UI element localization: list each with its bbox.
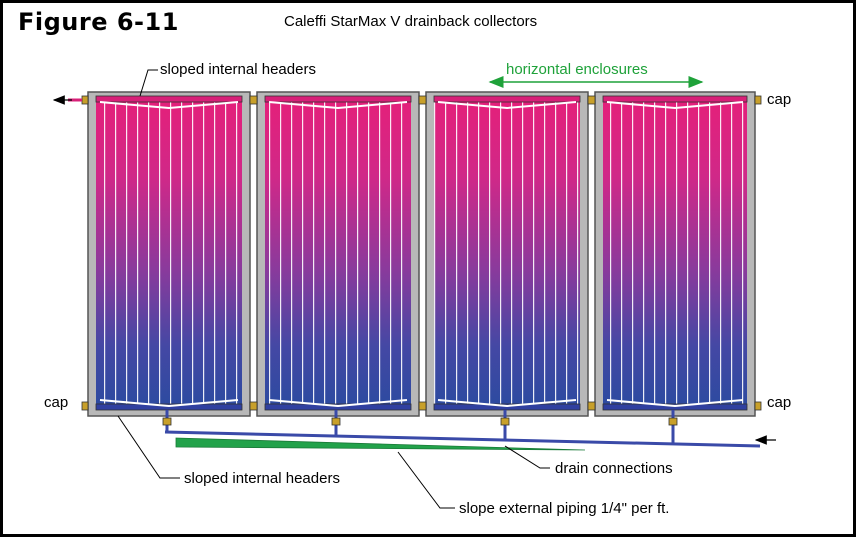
header-couplings	[81, 95, 762, 411]
collector-2	[256, 91, 420, 417]
collector-1	[87, 91, 251, 417]
drain-connections-label: drain connections	[555, 460, 673, 477]
cap-bottom-right-label: cap	[767, 394, 792, 411]
top-headers-label: sloped internal headers	[160, 61, 316, 78]
figure-title: Caleffi StarMax V drainback collectors	[284, 13, 538, 30]
slope-wedge	[175, 437, 586, 451]
enclosures-label: horizontal enclosures	[506, 61, 648, 78]
cap-bottom-left-label: cap	[44, 394, 69, 411]
bottom-headers-label: sloped internal headers	[184, 470, 340, 487]
drain-stubs	[162, 410, 678, 443]
collector-3	[425, 91, 589, 417]
figure-number: Figure 6-11	[18, 8, 179, 36]
leader-lines	[117, 69, 550, 509]
slope-piping-label: slope external piping 1/4" per ft.	[459, 500, 670, 517]
external-piping	[164, 430, 776, 448]
cap-top-right-label: cap	[767, 91, 792, 108]
collector-4	[594, 91, 756, 417]
